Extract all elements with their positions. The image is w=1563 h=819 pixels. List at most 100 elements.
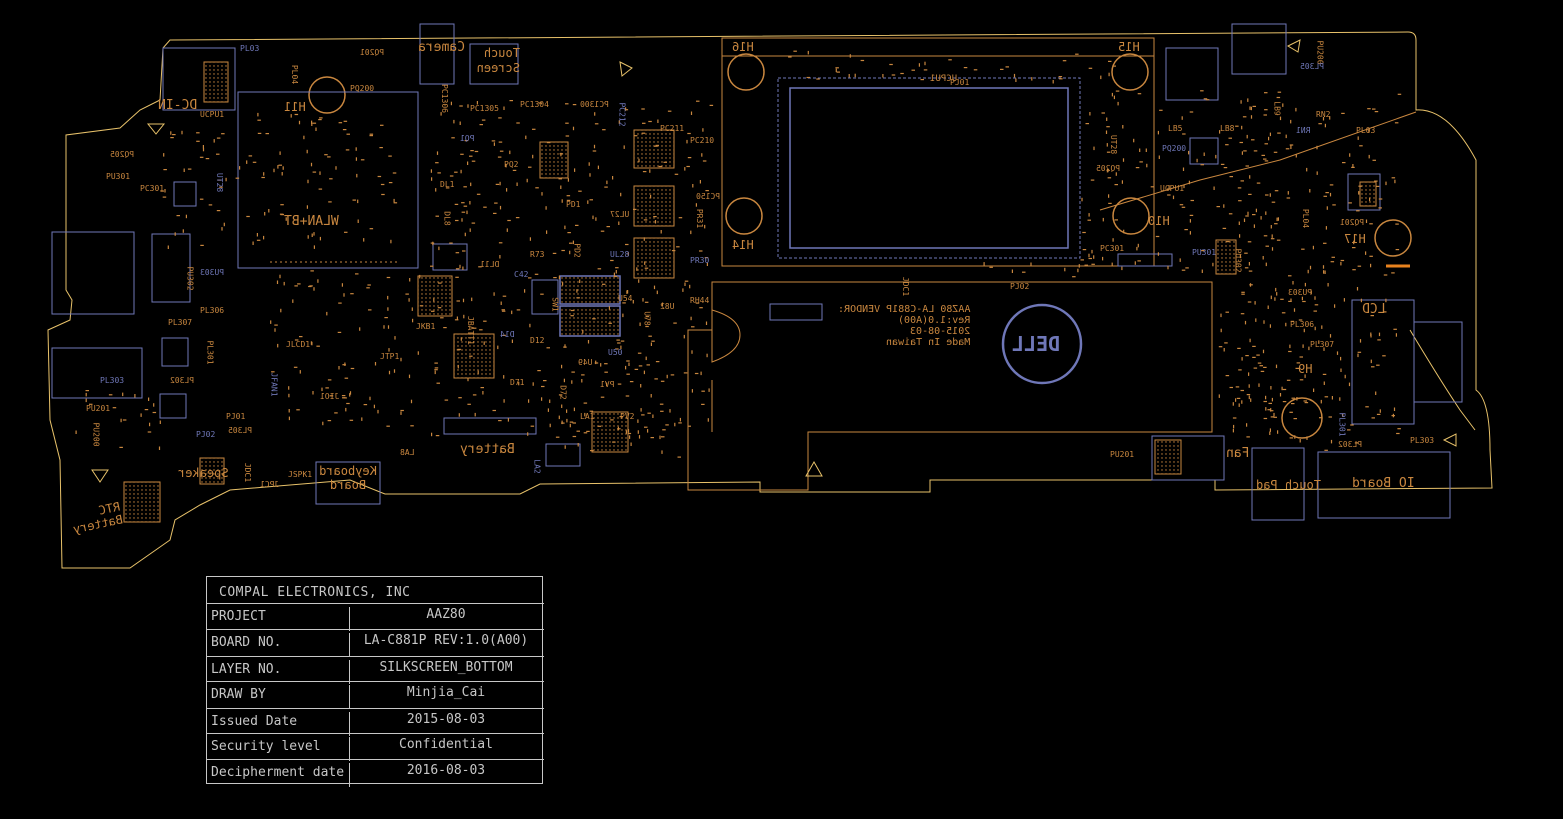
passive-component [546, 142, 551, 144]
passive-component [160, 190, 164, 192]
passive-component [1181, 116, 1183, 120]
ref-designator: PL303 [1410, 436, 1435, 445]
passive-component [313, 245, 315, 249]
passive-component [1248, 270, 1253, 272]
passive-component [626, 360, 630, 362]
passive-component [650, 394, 652, 398]
passive-component [328, 201, 332, 203]
passive-component [310, 270, 314, 272]
passive-component [392, 172, 397, 174]
passive-component [1075, 53, 1079, 55]
passive-component [564, 344, 566, 348]
passive-component [1101, 112, 1105, 114]
passive-component [1321, 325, 1323, 329]
passive-component [462, 298, 465, 303]
passive-component [1356, 287, 1359, 291]
passive-component [595, 360, 597, 365]
passive-component [449, 175, 454, 177]
passive-component [1137, 260, 1141, 262]
passive-component [682, 288, 684, 292]
passive-component [597, 268, 602, 270]
passive-component [555, 436, 560, 438]
passive-component [1263, 417, 1268, 420]
passive-component [643, 237, 645, 241]
cpu-die [789, 87, 1069, 249]
passive-component [525, 135, 527, 140]
passive-component [592, 215, 594, 220]
passive-component [1342, 162, 1346, 164]
passive-component [699, 180, 701, 184]
passive-component [1327, 283, 1329, 287]
passive-component [479, 124, 483, 126]
passive-component [1269, 410, 1274, 412]
passive-component [1323, 270, 1325, 274]
passive-component [654, 378, 658, 380]
passive-component [604, 371, 608, 373]
passive-component [615, 270, 617, 274]
passive-component [472, 327, 477, 329]
passive-component [1081, 197, 1083, 202]
passive-component [1265, 211, 1267, 215]
passive-component [619, 416, 623, 418]
passive-component [140, 413, 142, 417]
passive-component [604, 186, 608, 188]
passive-component [172, 134, 176, 136]
passive-component [617, 383, 622, 385]
passive-component [860, 59, 865, 62]
passive-component [537, 370, 541, 372]
passive-component [412, 318, 414, 323]
passive-component [1107, 177, 1112, 179]
passive-component [690, 111, 693, 115]
passive-component [1395, 333, 1397, 337]
passive-component [1290, 298, 1292, 302]
passive-component [610, 419, 614, 421]
passive-component [461, 211, 466, 213]
passive-component [584, 412, 586, 417]
passive-component [337, 331, 342, 333]
passive-component [530, 425, 535, 427]
hole-label-h9: H9 [1298, 362, 1313, 376]
passive-component [1263, 158, 1267, 160]
passive-component [1359, 339, 1362, 343]
passive-component [674, 422, 676, 427]
passive-component [633, 208, 637, 210]
passive-component [182, 229, 184, 233]
ref-designator: PL307 [168, 318, 193, 327]
passive-component [480, 387, 484, 389]
passive-component [1246, 134, 1248, 139]
passive-component [629, 381, 634, 383]
passive-component [594, 112, 596, 116]
ref-designator: C42 [514, 270, 529, 279]
passive-component [497, 345, 499, 350]
passive-component [454, 319, 459, 321]
passive-component [624, 109, 629, 111]
passive-component [700, 371, 702, 376]
passive-component [158, 446, 161, 450]
passive-component [1374, 111, 1379, 113]
passive-component [1378, 332, 1381, 337]
ref-designator: D12 [530, 336, 545, 345]
ref-designator: PJ02 [196, 430, 216, 439]
passive-component [679, 417, 681, 422]
passive-component [1000, 68, 1004, 70]
passive-component [470, 182, 472, 187]
passive-component [380, 183, 385, 186]
passive-component [572, 126, 575, 131]
ref-designator: PQ201 [1340, 218, 1365, 227]
ref-designator: PR31 [695, 208, 705, 229]
passive-component [112, 407, 117, 409]
passive-component [1117, 101, 1119, 106]
passive-component [1246, 394, 1251, 396]
wlan-module [237, 91, 419, 269]
passive-component [288, 393, 290, 398]
passive-component [167, 245, 169, 249]
passive-component [449, 242, 453, 244]
passive-component [1394, 179, 1396, 184]
passive-component [583, 402, 588, 404]
passive-component [499, 205, 502, 210]
passive-component [589, 173, 591, 177]
passive-component [1340, 356, 1342, 361]
passive-component [1318, 340, 1320, 344]
ref-designator: LB8 [1220, 124, 1235, 133]
passive-component [573, 407, 575, 412]
